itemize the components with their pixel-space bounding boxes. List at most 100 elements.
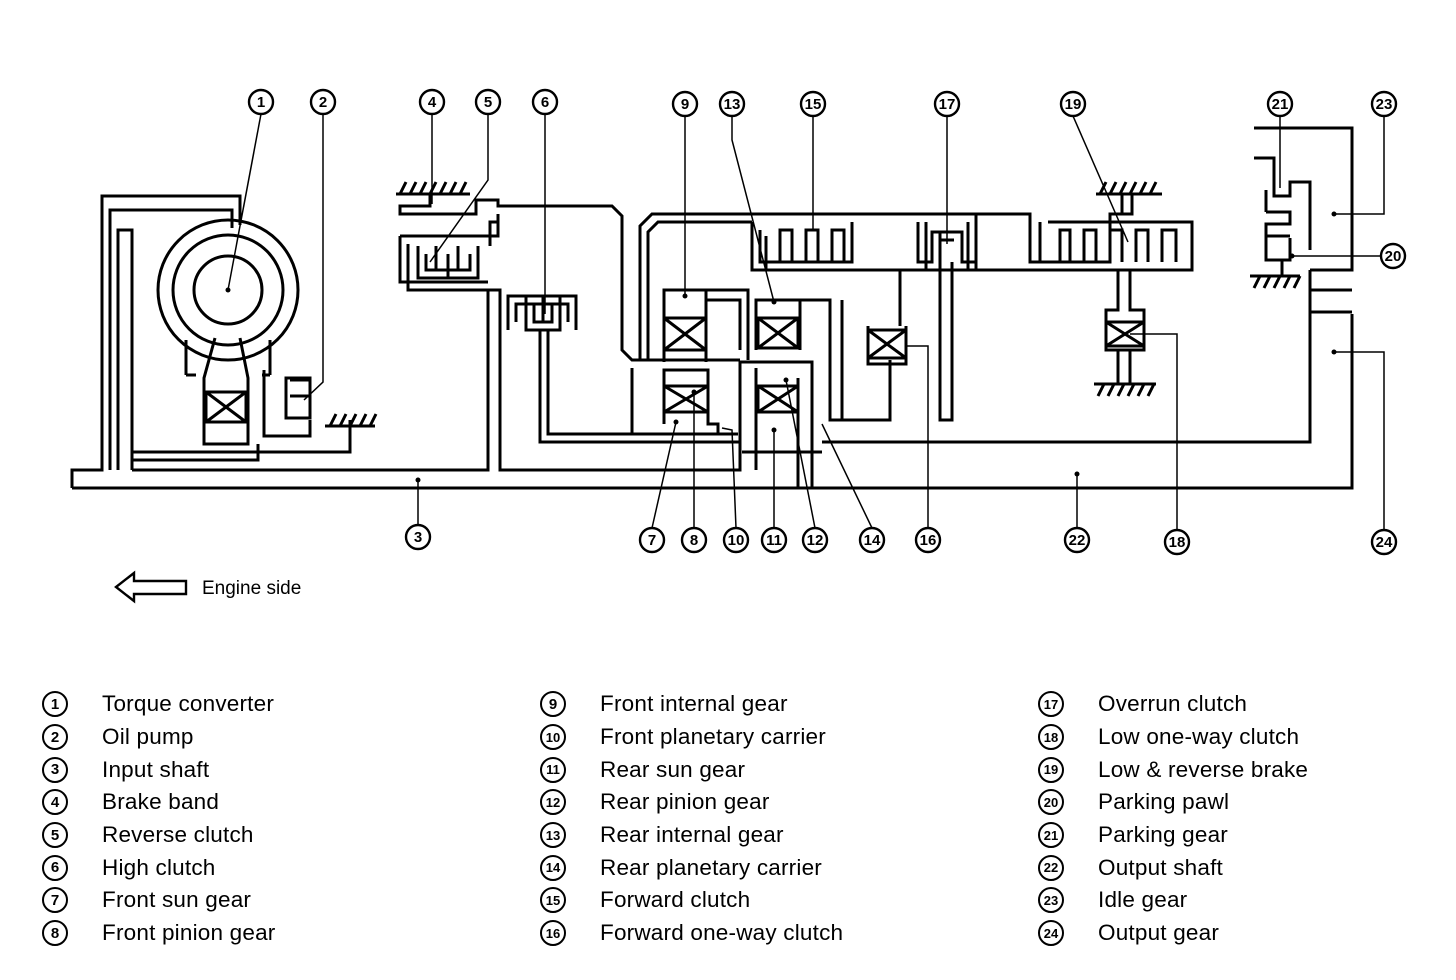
legend-label: Rear planetary carrier: [600, 854, 822, 880]
callout-number: 8: [690, 532, 698, 549]
parking-mechanism-drawing: [1250, 156, 1312, 289]
callout-8: 8: [680, 526, 708, 554]
legend-item: 22 Output shaft: [1038, 851, 1456, 884]
legend-label: Front internal gear: [600, 691, 788, 717]
legend-number: 3: [42, 756, 68, 783]
legend-column-3: 17 Overrun clutch 18 Low one-way clutch 19 Lo…: [1038, 688, 1456, 950]
legend-number: 12: [540, 789, 566, 816]
callout-number: 21: [1272, 96, 1289, 113]
overrun-clutch-drawing: [916, 222, 978, 422]
legend-label: Rear internal gear: [600, 822, 784, 848]
callout-number: 6: [541, 94, 549, 111]
legend-label: Reverse clutch: [102, 822, 254, 848]
brake-band-drawing: [396, 181, 740, 362]
legend-label: Forward one-way clutch: [600, 920, 844, 946]
engine-side-arrow: [114, 570, 188, 604]
legend-item: 3 Input shaft: [42, 753, 522, 786]
callout-number: 18: [1169, 534, 1186, 551]
callout-17: 17: [933, 90, 961, 118]
callout-number: 3: [414, 529, 422, 546]
legend-number: 7: [42, 887, 68, 914]
callout-number: 15: [805, 96, 822, 113]
legend-number: 6: [42, 854, 68, 881]
callout-number: 13: [724, 96, 741, 113]
legend-item: 9 Front internal gear: [540, 688, 1020, 721]
legend-item: 19 Low & reverse brake: [1038, 753, 1456, 786]
legend-item: 13 Rear internal gear: [540, 819, 1020, 852]
legend-label: High clutch: [102, 854, 216, 880]
legend-number: 13: [540, 822, 566, 849]
leader-lines: [227, 113, 1385, 530]
legend-label: Parking gear: [1098, 822, 1228, 848]
callout-1: 1: [247, 88, 275, 116]
legend-item: 17 Overrun clutch: [1038, 688, 1456, 721]
legend-number: 8: [42, 920, 68, 947]
legend-number: 1: [42, 691, 68, 718]
callout-15: 15: [799, 90, 827, 118]
callout-number: 4: [428, 94, 437, 111]
legend-label: Parking pawl: [1098, 789, 1230, 815]
callout-number: 7: [648, 532, 656, 549]
legend-label: Forward clutch: [600, 887, 751, 913]
legend-number: 14: [540, 854, 566, 881]
callout-2: 2: [309, 88, 337, 116]
legend-number: 17: [1038, 691, 1064, 718]
legend-number: 10: [540, 724, 566, 751]
legend-number: 24: [1038, 920, 1064, 947]
leader-dots: [225, 211, 1337, 483]
legend-number: 9: [540, 691, 566, 718]
legend-number: 21: [1038, 822, 1064, 849]
legend-number: 4: [42, 789, 68, 816]
legend-label: Oil pump: [102, 724, 194, 750]
legend-label: Overrun clutch: [1098, 691, 1248, 717]
legend-item: 1 Torque converter: [42, 688, 522, 721]
callout-12: 12: [801, 526, 829, 554]
callout-23: 23: [1370, 90, 1398, 118]
callout-21: 21: [1266, 90, 1294, 118]
legend-number: 19: [1038, 756, 1064, 783]
callout-number: 20: [1385, 248, 1402, 265]
callout-22: 22: [1063, 526, 1091, 554]
legend-item: 4 Brake band: [42, 786, 522, 819]
callout-number: 10: [728, 532, 745, 549]
legend-item: 11 Rear sun gear: [540, 753, 1020, 786]
legend-item: 14 Rear planetary carrier: [540, 851, 1020, 884]
callout-10: 10: [722, 526, 750, 554]
callout-number: 17: [939, 96, 956, 113]
callout-11: 11: [760, 526, 788, 554]
legend-label: Brake band: [102, 789, 220, 815]
legend-number: 18: [1038, 724, 1064, 751]
callout-24: 24: [1370, 528, 1398, 556]
legend-label: Output shaft: [1098, 854, 1223, 880]
front-planetary-drawing: [630, 212, 1132, 436]
legend-label: Idle gear: [1098, 887, 1188, 913]
legend-label: Low & reverse brake: [1098, 756, 1309, 782]
callout-number: 5: [484, 94, 492, 111]
callout-6: 6: [531, 88, 559, 116]
callout-20: 20: [1379, 242, 1407, 270]
legend-item: 21 Parking gear: [1038, 819, 1456, 852]
callout-19: 19: [1059, 90, 1087, 118]
legend-label: Rear sun gear: [600, 756, 746, 782]
legend-number: 11: [540, 756, 566, 783]
legend-label: Input shaft: [102, 756, 210, 782]
legend-number: 22: [1038, 854, 1064, 881]
callout-number: 22: [1069, 532, 1086, 549]
callout-14: 14: [858, 526, 886, 554]
legend-label: Torque converter: [102, 691, 275, 717]
legend-item: 18 Low one-way clutch: [1038, 721, 1456, 754]
legend-label: Low one-way clutch: [1098, 724, 1300, 750]
callout-16: 16: [914, 526, 942, 554]
callout-number: 9: [681, 96, 689, 113]
